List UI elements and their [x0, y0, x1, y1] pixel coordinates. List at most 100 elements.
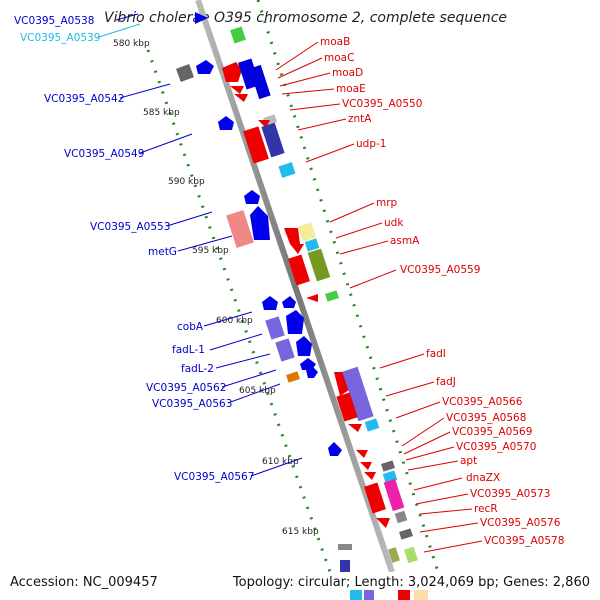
- scale-label: 595 kbp: [192, 246, 229, 256]
- scale-labels: 580 kbp 585 kbp 590 kbp 595 kbp 600 kbp …: [113, 39, 319, 537]
- gene-label: VC0395_A0576: [480, 517, 561, 529]
- scale-label: 605 kbp: [239, 386, 276, 396]
- gene-label: moaB: [320, 36, 350, 48]
- gene-arrow: [290, 244, 304, 254]
- gene-box: [226, 210, 254, 248]
- gene-label: VC0395_A0559: [400, 264, 480, 276]
- gene-box: [307, 248, 331, 282]
- gene-label: metG: [148, 246, 177, 258]
- gene-box: [249, 64, 271, 100]
- gene-label: VC0395_A0578: [484, 535, 564, 547]
- gene-label: VC0395_A0568: [446, 412, 526, 424]
- gene-box: [265, 316, 285, 340]
- gene-arrow: [262, 296, 278, 310]
- gene-arrow: [364, 472, 376, 480]
- gene-arrow: [328, 442, 342, 456]
- gene-arrow: [196, 60, 214, 74]
- gene-label: fadL-2: [181, 363, 214, 375]
- gene-arrow: [222, 62, 242, 82]
- gene-label: dnaZX: [466, 472, 500, 484]
- gene-box: [381, 460, 395, 472]
- gene-arrow: [284, 228, 300, 244]
- scale-track-left: [146, 49, 332, 573]
- scale-label: 590 kbp: [168, 177, 205, 187]
- right-labels: moaB moaC moaD moaE VC0395_A0550 zntA ud…: [320, 36, 564, 547]
- gene-label: asmA: [390, 235, 420, 247]
- gene-arrow: [356, 450, 368, 458]
- gene-arrow: [230, 86, 244, 94]
- gene-label: fadI: [426, 348, 446, 360]
- scale-label: 580 kbp: [113, 39, 150, 49]
- gene-features-left: [176, 12, 352, 572]
- gene-box: [399, 528, 413, 540]
- gene-arrow: [360, 462, 372, 470]
- gene-label: VC0395_A0567: [174, 471, 254, 483]
- gene-arrow: [348, 424, 362, 432]
- gene-arrow: [244, 190, 260, 204]
- gene-arrow: [234, 94, 248, 102]
- gene-label: VC0395_A0539: [20, 32, 100, 44]
- gene-label: apt: [460, 455, 477, 467]
- gene-box: [325, 290, 339, 302]
- gene-arrow: [195, 12, 208, 24]
- footer-bar: [0, 572, 600, 600]
- gene-features-right: [222, 26, 418, 564]
- gene-label: moaC: [324, 52, 354, 64]
- gene-box: [230, 26, 246, 44]
- leader-lines-left: [95, 13, 303, 477]
- gene-label: recR: [474, 503, 498, 515]
- gene-box: [261, 122, 285, 158]
- gene-box: [297, 222, 317, 242]
- gene-arrow: [286, 310, 304, 334]
- gene-label: VC0395_A0562: [146, 382, 226, 394]
- gene-box: [364, 418, 380, 432]
- gene-label: fadL-1: [172, 344, 205, 356]
- scale-label: 585 kbp: [143, 108, 180, 118]
- chromosome-backbone: [195, 0, 395, 573]
- gene-label: VC0395_A0542: [44, 93, 124, 105]
- gene-box: [383, 478, 405, 512]
- gene-box: [288, 254, 310, 286]
- scale-track-right: [256, 0, 440, 573]
- gene-label: mrp: [376, 197, 398, 209]
- gene-box: [275, 338, 295, 362]
- gene-label: VC0395_A0573: [470, 488, 550, 500]
- gene-label: moaD: [332, 67, 363, 79]
- gene-arrow: [296, 336, 312, 356]
- gene-label: udk: [384, 217, 404, 229]
- scale-label: 610 kbp: [262, 457, 299, 467]
- gene-label: cobA: [177, 321, 204, 333]
- scale-label: 615 kbp: [282, 527, 319, 537]
- gene-box: [338, 544, 352, 550]
- gene-label: VC0395_A0569: [452, 426, 532, 438]
- leader-lines-right: [275, 41, 483, 553]
- gene-box: [304, 238, 320, 252]
- gene-box: [364, 482, 386, 514]
- bottom-features: [350, 590, 428, 600]
- gene-arrow: [306, 294, 318, 302]
- gene-box: [340, 560, 350, 572]
- gene-box: [176, 64, 194, 82]
- gene-label: VC0395_A0549: [64, 148, 144, 160]
- gene-box: [286, 371, 300, 383]
- gene-label: VC0395_A0570: [456, 441, 536, 453]
- gene-label: VC0395_A0563: [152, 398, 232, 410]
- gene-label: VC0395_A0553: [90, 221, 170, 233]
- accession-text: Accession: NC_009457: [10, 575, 158, 590]
- gene-label: udp-1: [356, 138, 386, 150]
- gene-label: VC0395_A0538: [14, 15, 94, 27]
- gene-arrow: [218, 116, 234, 130]
- gene-label: VC0395_A0550: [342, 98, 422, 110]
- gene-arrow: [376, 518, 390, 528]
- gene-label: zntA: [348, 113, 372, 125]
- gene-label: fadJ: [436, 376, 456, 388]
- gene-box: [336, 392, 358, 422]
- left-labels: VC0395_A0538 VC0395_A0539 VC0395_A0542 V…: [14, 15, 254, 483]
- gene-box: [342, 366, 374, 422]
- gene-label: VC0395_A0566: [442, 396, 523, 408]
- gene-label: moaE: [336, 83, 366, 95]
- scale-label: 600 kbp: [216, 316, 253, 326]
- gene-arrow: [282, 296, 296, 308]
- gene-box: [388, 547, 400, 563]
